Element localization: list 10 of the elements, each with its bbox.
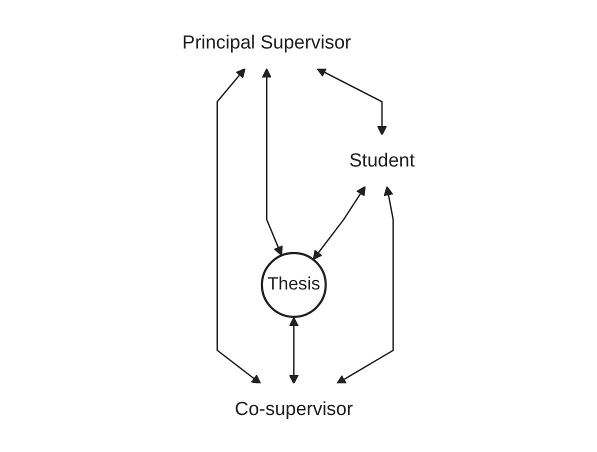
arrow bbox=[288, 316, 299, 384]
arrow bbox=[316, 68, 387, 136]
node-text: Co-supervisor bbox=[234, 398, 353, 420]
node-text: Student bbox=[349, 150, 415, 171]
arrow bbox=[312, 186, 366, 260]
node-text: Principal Supervisor bbox=[182, 32, 352, 54]
node-circle: Thesis bbox=[260, 252, 327, 318]
arrow bbox=[336, 186, 394, 384]
arrow bbox=[262, 68, 283, 256]
arrow bbox=[216, 68, 262, 384]
